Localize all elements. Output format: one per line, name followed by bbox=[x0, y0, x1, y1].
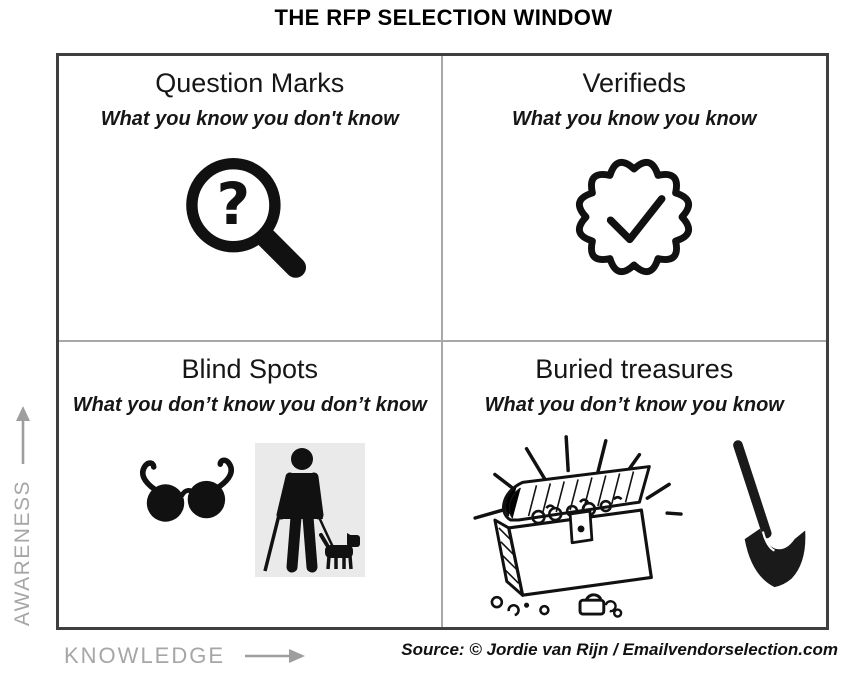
quadrant-blind-spots: Blind Spots What you don’t know you don’… bbox=[59, 341, 443, 627]
svg-text:?: ? bbox=[216, 170, 250, 238]
quadrant-heading: Verifieds bbox=[582, 68, 687, 98]
source-credit: Source: © Jordie van Rijn / Emailvendors… bbox=[401, 640, 838, 659]
y-axis-label: AWARENESS bbox=[11, 480, 34, 627]
quadrant-question-marks: Question Marks What you know you don't k… bbox=[59, 56, 443, 342]
quadrant-heading: Buried treasures bbox=[535, 353, 734, 384]
up-arrow-icon bbox=[16, 406, 30, 464]
quadrant-subtitle: What you know you know bbox=[512, 108, 757, 131]
quadrant-icons bbox=[443, 153, 827, 281]
x-axis: KNOWLEDGE bbox=[64, 643, 307, 669]
shovel-icon bbox=[733, 439, 806, 587]
quadrant-buried-treasures: Buried treasures What you don’t know you… bbox=[443, 342, 827, 628]
matrix-grid: Question Marks What you know you don't k… bbox=[56, 53, 829, 630]
quadrant-icons: ? bbox=[59, 145, 441, 311]
quadrant-heading: Question Marks bbox=[155, 68, 345, 98]
quadrant-subtitle: What you know you don't know bbox=[100, 108, 399, 131]
x-axis-label: KNOWLEDGE bbox=[64, 643, 226, 668]
quadrant-icons bbox=[443, 421, 827, 619]
diagram-title: THE RFP SELECTION WINDOW bbox=[274, 5, 613, 30]
quadrant-subtitle: What you don’t know you know bbox=[484, 393, 784, 416]
quadrant-subtitle: What you don’t know you don’t know bbox=[72, 393, 427, 416]
right-arrow-icon bbox=[245, 649, 306, 663]
blind-person-guide-dog-icon bbox=[254, 442, 365, 577]
quadrant-icons bbox=[59, 442, 441, 577]
quadrant-heading: Blind Spots bbox=[181, 353, 319, 384]
verified-badge-icon bbox=[576, 159, 693, 276]
quadrant-verifieds: Verifieds What you know you know bbox=[442, 56, 827, 342]
treasure-chest-icon bbox=[473, 434, 683, 618]
dark-glasses-icon bbox=[139, 457, 234, 522]
y-axis: AWARENESS bbox=[4, 404, 42, 632]
magnifier-question-icon: ? bbox=[185, 158, 306, 278]
